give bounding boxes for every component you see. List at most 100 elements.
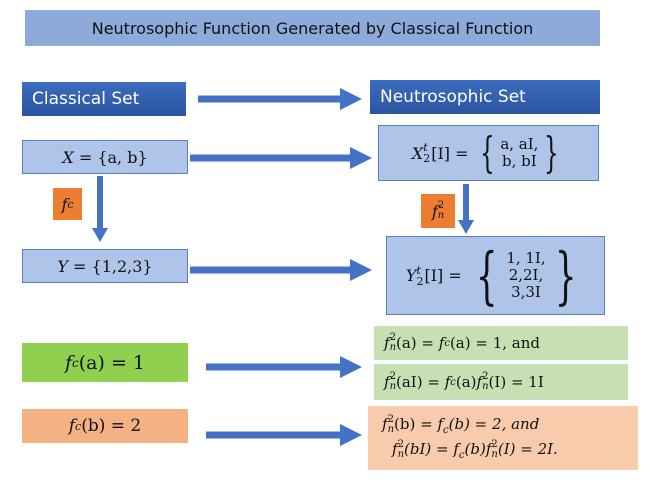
yn-row2: 2,2I, [508, 265, 544, 284]
fna1-fc-sub: c [444, 337, 450, 349]
fnb2-part-a: (bI) = [404, 440, 454, 458]
fna2-f: f [384, 373, 390, 391]
fna2-part-a: (aI) = [396, 373, 445, 391]
fna1-sub: n [389, 342, 397, 353]
yn-sub: 2 [416, 274, 424, 288]
fnb2-fn: f [485, 440, 492, 458]
fca-sub: c [72, 355, 79, 370]
xn-symbol: X [411, 143, 424, 163]
fnb1-part-b: (b) = 2, and [448, 415, 540, 433]
fna2-fn-sup: 2 [482, 371, 489, 382]
fn-sup: 2 [437, 200, 445, 211]
yn-symbol: Y [405, 266, 417, 285]
yn-row3: 3,3I [511, 283, 541, 302]
fna2-part-c: (I) = 1I [488, 373, 544, 391]
yn-left-brace: { [475, 238, 498, 312]
xn-row1: a, aI, [500, 134, 539, 153]
fn-sub: n [437, 210, 445, 221]
xn-right-brace: } [544, 128, 560, 177]
arrow-y [190, 259, 372, 281]
y-set-symbol: Y [57, 256, 68, 276]
fna1-part-b: (a) = 1, and [449, 334, 540, 352]
fnb2-sup: 2 [397, 439, 404, 450]
arrow-fcb [206, 424, 362, 446]
arrow-fca [206, 356, 362, 378]
fnb2-part-c: (I) = 2I. [497, 440, 558, 458]
fnb2-fn-sub: n [491, 449, 498, 460]
fnb1-sub: n [387, 424, 395, 435]
xn-sup: t [423, 141, 428, 154]
fna1-fc: f [438, 334, 445, 352]
fna2-sub: n [389, 381, 397, 392]
neutrosophic-set-label: Neutrosophic Set [380, 87, 526, 107]
fnb2-sub: n [397, 449, 405, 460]
fca-text: (a) = 1 [78, 351, 146, 374]
fnb2-fc-sub: c [458, 450, 465, 461]
fnb1-f: f [382, 415, 388, 433]
y-set-box: Y = {1,2,3} [22, 249, 188, 283]
yn-right-brace: } [554, 238, 577, 312]
yn-arg: [I] = [424, 266, 467, 285]
fn-f: f [431, 201, 438, 221]
fna2-part-b: (a) [455, 373, 477, 391]
arrow-header [198, 88, 362, 110]
fnb1-fc: f [437, 415, 443, 433]
fca-f: f [64, 351, 73, 374]
y-set-value: = {1,2,3} [67, 256, 153, 276]
classical-set-label: Classical Set [32, 89, 140, 109]
fcb-text: (b) = 2 [81, 416, 142, 436]
fcb-sub: c [75, 419, 82, 433]
fnb2-part-b: (b) [464, 440, 486, 458]
diagram-title-text: Neutrosophic Function Generated by Class… [91, 18, 534, 38]
yn-elements: 1, 1I,2,2I,3,3I [506, 248, 546, 302]
arrow-x [190, 147, 372, 169]
diagram-title: Neutrosophic Function Generated by Class… [25, 10, 600, 46]
x-set-value: = {a, b} [73, 147, 148, 167]
arrow-down-classical [92, 176, 108, 242]
xn-left-brace: { [479, 128, 495, 177]
fnb2-f: f [392, 440, 398, 458]
fnb1-sup: 2 [387, 414, 394, 425]
fnb2-fc: f [453, 440, 459, 458]
neutrosophic-set-header: Neutrosophic Set [370, 80, 600, 114]
yn-row1: 1, 1I, [506, 248, 546, 267]
xn-elements: a, aI,b, bI [500, 134, 539, 171]
fnb1-part-a: (b) = [394, 415, 438, 433]
x-set-symbol: X [62, 147, 74, 167]
yn-sup: t [416, 263, 421, 277]
classical-set-header: Classical Set [22, 82, 186, 116]
fcb-f: f [68, 416, 76, 436]
xn-sub: 2 [423, 152, 431, 165]
fc-sub: c [67, 197, 74, 211]
fnb2-fn-sup: 2 [491, 439, 498, 450]
fna2-fn: f [476, 373, 483, 391]
fna1-part-a: (a) = [396, 334, 439, 352]
fnb1-fc-sub: c [443, 425, 449, 436]
arrow-down-neutro [458, 184, 474, 234]
fc-f: f [61, 194, 68, 214]
fna2-fc-sub: c [450, 376, 456, 388]
xn-row2: b, bI [502, 152, 537, 170]
fna2-fc: f [444, 373, 451, 391]
fna2-fn-sub: n [482, 381, 489, 392]
